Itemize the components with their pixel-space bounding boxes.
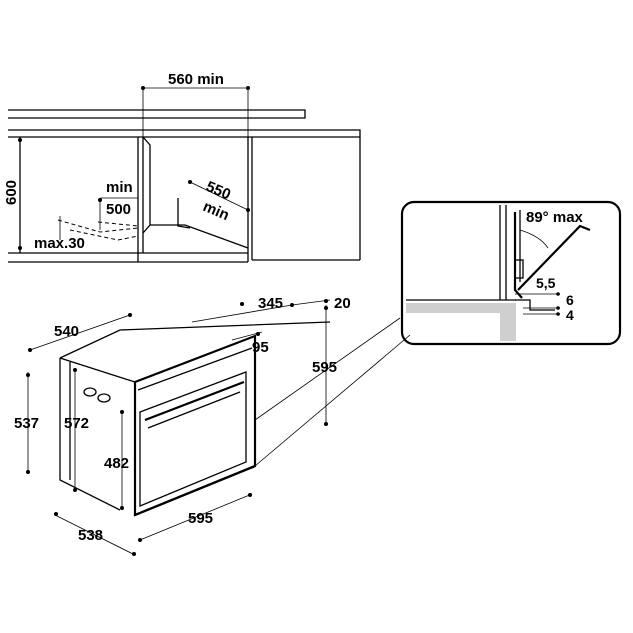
vent-cutout (57, 219, 139, 233)
dim-dot (324, 422, 328, 426)
dim-dot (556, 292, 560, 296)
niche-height-label: 600 (3, 180, 20, 205)
dim-500-line (99, 197, 138, 230)
dim-dot (248, 493, 252, 497)
oven-bottom-depth-label: 538 (78, 527, 103, 544)
niche-floor (150, 224, 249, 249)
niche-inner-left (142, 136, 151, 234)
cabinet-niche-view: 560 min 600 550 min min 500 max.30 (3, 71, 361, 263)
oven-body-depth-label: 345 (258, 295, 283, 312)
oven-height-side2-label: 572 (64, 415, 89, 432)
oven-body-top-back (59, 321, 331, 359)
oven-top-offset-label: 95 (252, 339, 269, 356)
vent-cutout-2 (69, 229, 139, 241)
dim-dot (246, 208, 250, 212)
dim-dot (556, 312, 560, 316)
detail-dim-c-label: 4 (566, 307, 574, 323)
oven-front-offset-label: 20 (334, 295, 351, 312)
vent-size-label: 500 (106, 201, 131, 218)
control-strip (137, 347, 253, 391)
right-cabinet (251, 137, 361, 260)
niche-walls (142, 137, 249, 253)
dim-595w-line (139, 493, 253, 541)
detail-dim-a-label: 5,5 (536, 275, 556, 291)
vent-cutout-3 (97, 221, 139, 227)
oven-depth-label: 540 (54, 323, 79, 340)
dim-dot (26, 373, 30, 377)
dim-dot (128, 313, 132, 317)
dim-dot (324, 299, 328, 303)
detail-connector-1 (254, 317, 401, 421)
dim-dot (73, 368, 77, 372)
dim-dot (141, 86, 145, 90)
detail-angle-arc (519, 229, 549, 249)
detail-dim-b-label: 6 (566, 292, 574, 308)
dim-dot (26, 470, 30, 474)
oven-width-label: 595 (188, 510, 213, 527)
dim-dot (246, 86, 250, 90)
oven-body-top-front (59, 335, 256, 383)
detail-angle-label: 89° max (526, 209, 584, 226)
oven-view: 540 345 20 95 595 537 572 482 595 538 (14, 295, 411, 556)
vent-min-label: min (106, 179, 133, 196)
dim-560-ext (142, 86, 249, 253)
oven-body-side (59, 358, 121, 511)
dim-540-line (29, 314, 131, 351)
dim-550-line (189, 181, 249, 211)
dim-dot (240, 302, 244, 306)
oven-height-side-label: 537 (14, 415, 39, 432)
detail-post-grey (500, 303, 516, 341)
detail-door (513, 212, 523, 299)
niche-bracket (177, 198, 191, 229)
upper-shelf (8, 129, 361, 138)
detail-rail (515, 299, 555, 311)
dim-dot (324, 306, 328, 310)
dim-538-line (54, 514, 136, 556)
detail-connector-2 (254, 334, 411, 467)
detail-view: 89° max 5,5 6 4 (400, 200, 622, 346)
dim-dot (556, 306, 560, 310)
knob-icon[interactable] (97, 393, 111, 403)
dim-dot (73, 488, 77, 492)
oven-handle[interactable] (144, 380, 245, 422)
dim-dot (132, 552, 136, 556)
dim-dot (18, 138, 22, 142)
dim-dot (120, 506, 124, 510)
dim-dot (138, 538, 142, 542)
detail-shelf-grey (406, 303, 509, 313)
dim-20-line (291, 299, 331, 306)
oven-cavity-label: 482 (104, 455, 129, 472)
detail-dim-lines (515, 293, 560, 315)
oven-height-front-label: 595 (312, 359, 337, 376)
dim-dot (120, 410, 124, 414)
detail-open-door (517, 224, 591, 291)
floor-gap-label: max.30 (34, 235, 85, 252)
niche-width-label: 560 min (168, 71, 224, 88)
knob-icon[interactable] (83, 387, 97, 397)
oven-base (134, 464, 256, 517)
detail-cabinet-side (499, 205, 507, 300)
oven-handle-lower (147, 391, 241, 429)
dim-dot (98, 198, 102, 202)
plinth (8, 252, 248, 263)
detail-hinge (514, 259, 524, 279)
plinth-sides (137, 253, 249, 262)
dim-dot (18, 246, 22, 250)
dim-dot (188, 180, 192, 184)
detail-frame (400, 200, 622, 346)
oven-door (139, 371, 247, 507)
worktop (8, 109, 306, 119)
dim-dot (54, 512, 58, 516)
dim-dot (256, 332, 260, 336)
dim-dot (28, 348, 32, 352)
dim-345-line (191, 304, 293, 323)
